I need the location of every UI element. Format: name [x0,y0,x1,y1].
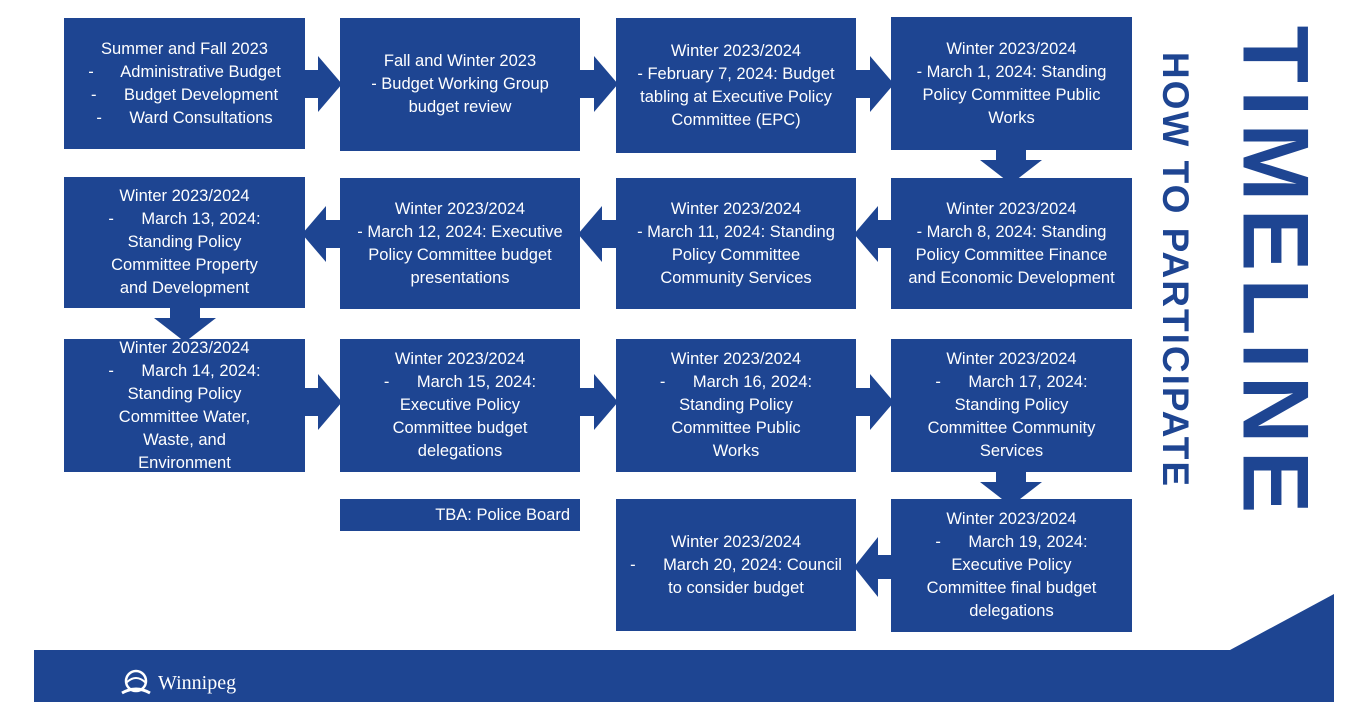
timeline-box-line: - March 15, 2024: [383,373,537,391]
timeline-box-line: Committee Community [927,419,1096,437]
timeline-box-mar-16: Winter 2023/2024 - March 16, 2024: Standin… [616,339,856,472]
timeline-box-mar-17: Winter 2023/2024 - March 17, 2024: Standin… [891,339,1132,472]
timeline-box-line: budget review [408,98,512,116]
timeline-box-line: Winter 2023/2024 [394,350,526,368]
timeline-box-line: Policy Committee budget [368,245,552,264]
timeline-box-line: Summer and Fall 2023 [101,39,268,58]
timeline-box-line: - March 16, 2024: [659,373,813,391]
timeline-box-line: delegations [417,442,503,460]
timeline-box-line: - Ward Consultations [96,108,273,127]
timeline-box-line: Executive Policy [951,556,1072,574]
arrow-b10-b11 [576,374,618,430]
timeline-box-line: Committee budget [392,419,528,437]
timeline-box-line: Works [988,108,1035,127]
arrow-b8-b7 [854,206,896,262]
timeline-box-line: Winter 2023/2024 [670,532,802,551]
winnipeg-logo: Winnipeg [120,668,236,698]
arrow-b1-b2 [300,56,342,112]
timeline-box-line: - February 7, 2024: Budget [637,64,835,83]
arrow-b14-b13 [854,537,896,597]
timeline-box-line: Winter 2023/2024 [946,199,1077,218]
timeline-box-line: Policy Committee Finance [915,245,1108,264]
timeline-box-line: - March 11, 2024: Standing [637,222,835,241]
arrow-b2-b3 [576,56,618,112]
tba-police-board: TBA: Police Board [340,499,580,531]
timeline-box-line: Winter 2023/2024 [119,338,250,357]
timeline-box-line: Winter 2023/2024 [119,187,250,205]
timeline-box-line: to consider budget [668,578,804,597]
timeline-box-mar-8: Winter 2023/2024 - March 8, 2024: Standin… [891,178,1132,309]
timeline-box-line: Standing Policy [679,396,793,414]
timeline-box-line: and Development [119,279,250,297]
timeline-box-line: tabling at Executive Policy [640,87,832,106]
winnipeg-logo-text: Winnipeg [158,671,237,694]
timeline-box-line: Winter 2023/2024 [946,350,1077,368]
timeline-box-line: - March 19, 2024: [935,533,1088,551]
timeline-box-line: and Economic Development [908,268,1115,287]
timeline-box-line: - March 1, 2024: Standing [916,62,1107,81]
footer-band [34,650,1334,702]
timeline-box-line: Waste, and [143,430,226,449]
timeline-box-line: Winter 2023/2024 [670,199,802,218]
timeline-box-mar-20: Winter 2023/2024 - March 20, 2024: Counci… [616,499,856,631]
timeline-box-mar-11: Winter 2023/2024 - March 11, 2024: Standi… [616,178,856,309]
arrow-b5-b9 [154,306,216,342]
arrow-b7-b6 [578,206,620,262]
timeline-box-mar-13: Winter 2023/2024 - March 13, 2024: Standin… [64,177,305,308]
arrow-b3-b4 [852,56,894,112]
arrow-b4-b8 [980,148,1042,184]
timeline-box-mar-12: Winter 2023/2024 - March 12, 2024: Execut… [340,178,580,309]
timeline-box-line: Committee Property [111,256,258,274]
timeline-box-mar-1: Winter 2023/2024 - March 1, 2024: Standin… [891,17,1132,150]
timeline-box-line: Fall and Winter 2023 [383,52,537,70]
page-title-timeline: TIMELINE [1223,25,1328,521]
timeline-box-line: Executive Policy [399,396,521,414]
timeline-box-line: - Budget Working Group [371,75,549,93]
timeline-box-line: Winter 2023/2024 [670,350,802,368]
timeline-box-line: - Administrative Budget [88,62,281,81]
footer-corner-shape [1230,594,1334,650]
timeline-box-line: Environment [138,453,231,472]
timeline-box-line: Winter 2023/2024 [946,510,1077,528]
arrow-b6-b5 [302,206,344,262]
timeline-box-feb-7: Winter 2023/2024 - February 7, 2024: Budg… [616,18,856,153]
timeline-box-mar-15: Winter 2023/2024 - March 15, 2024: Executi… [340,339,580,472]
timeline-box-line: Standing Policy [127,384,242,403]
timeline-box-line: Committee (EPC) [671,110,801,129]
timeline-box-line: - Budget Development [90,85,279,104]
arrow-b12-b14 [980,470,1042,506]
timeline-box-line: Committee final budget [926,579,1097,597]
timeline-box-line: Services [979,442,1044,460]
timeline-box-line: - March 13, 2024: [108,210,261,228]
arrow-b11-b12 [852,374,894,430]
winnipeg-logo-icon [121,669,151,695]
timeline-box-line: presentations [410,268,510,287]
timeline-box-line: Policy Committee Public [922,85,1101,104]
timeline-box-line: Works [712,442,760,460]
timeline-box-line: Committee Public [671,419,801,437]
timeline-box-mar-19: Winter 2023/2024 - March 19, 2024: Executi… [891,499,1132,632]
timeline-box-line: Policy Committee [671,245,801,264]
timeline-box-line: Winter 2023/2024 [670,41,802,60]
timeline-box-line: Community Services [660,268,812,287]
timeline-box-line: - March 8, 2024: Standing [916,222,1107,241]
arrow-b9-b10 [300,374,342,430]
timeline-box-line: Standing Policy [954,396,1069,414]
timeline-box-line: Committee Water, [118,407,251,426]
timeline-box-mar-14: Winter 2023/2024 - March 14, 2024: Standin… [64,339,305,472]
timeline-box-line: - March 17, 2024: [935,373,1088,391]
timeline-box-line: - March 20, 2024: Council [630,555,842,574]
timeline-box-line: Winter 2023/2024 [394,199,526,218]
timeline-box-summer-fall-2023: Summer and Fall 2023 - Administrative Bud… [64,18,305,149]
timeline-box-line: - March 12, 2024: Executive [357,222,563,241]
timeline-box-line: delegations [969,602,1054,620]
timeline-box-line: Standing Policy [127,233,242,251]
timeline-box-fall-winter-2023: Fall and Winter 2023 - Budget Working Gro… [340,18,580,151]
timeline-box-line: - March 14, 2024: [108,361,261,380]
timeline-box-line: Winter 2023/2024 [946,39,1077,58]
